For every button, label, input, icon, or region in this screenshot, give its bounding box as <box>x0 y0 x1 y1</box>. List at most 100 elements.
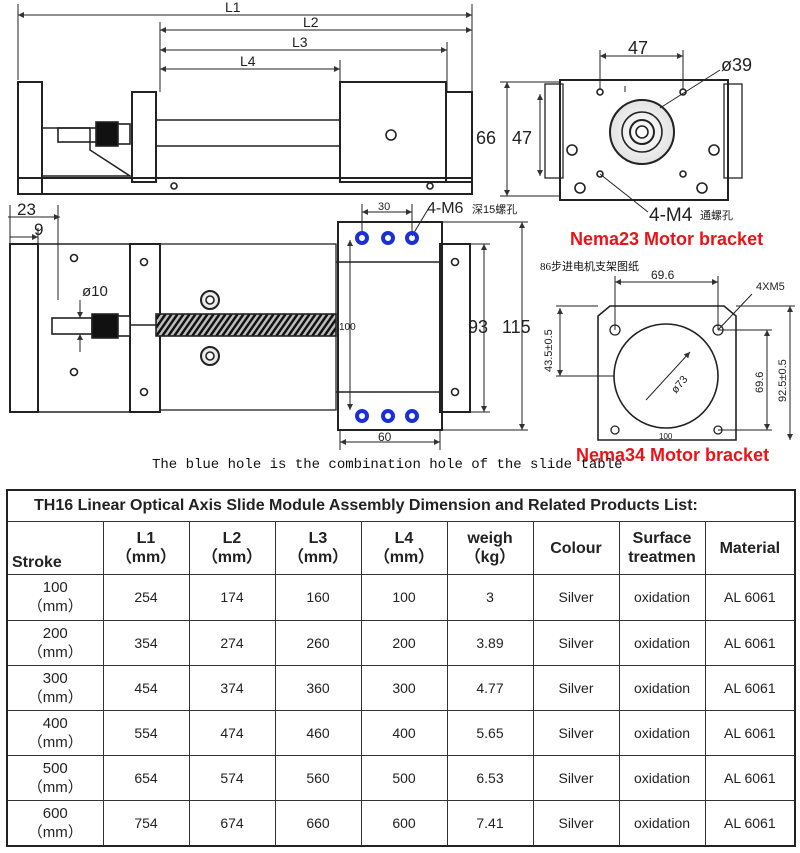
coupling <box>95 121 119 147</box>
cell-l1: 654 <box>102 754 190 801</box>
blue-hole-caption: The blue hole is the combination hole of… <box>152 457 623 473</box>
cell-stroke: 300（mm） <box>6 664 104 711</box>
label-115: 115 <box>502 317 531 337</box>
label-47v: 47 <box>512 128 532 148</box>
cell-surface: oxidation <box>618 619 706 666</box>
cell-l2: 174 <box>188 574 276 621</box>
cell-l4: 500 <box>360 754 448 801</box>
cell-colour: Silver <box>532 574 620 621</box>
nema23-bracket-view <box>500 50 743 213</box>
cell-material: AL 6061 <box>704 799 796 847</box>
label-92-5: 92.5±0.5 <box>777 359 789 402</box>
label-d39: ø39 <box>721 55 752 75</box>
slide-table <box>337 221 443 431</box>
cell-l1: 254 <box>102 574 190 621</box>
cell-l1: 454 <box>102 664 190 711</box>
cell-weigh: 4.77 <box>446 664 534 711</box>
cell-l4: 200 <box>360 619 448 666</box>
cell-l4: 400 <box>360 709 448 756</box>
label-l4: L4 <box>240 53 256 69</box>
cell-l2: 274 <box>188 619 276 666</box>
label-100: 100 <box>339 322 356 333</box>
cell-material: AL 6061 <box>704 754 796 801</box>
cell-l3: 660 <box>274 799 362 847</box>
cell-l2: 674 <box>188 799 276 847</box>
base <box>17 177 473 195</box>
label-69-6v: 69.6 <box>754 372 766 393</box>
cell-colour: Silver <box>532 754 620 801</box>
cell-surface: oxidation <box>618 799 706 847</box>
cell-l3: 160 <box>274 574 362 621</box>
label-93: 93 <box>468 317 488 337</box>
cell-stroke: 400（mm） <box>6 709 104 756</box>
label-d10: ø10 <box>82 283 108 300</box>
cell-l2: 374 <box>188 664 276 711</box>
top-view <box>17 4 473 195</box>
cell-surface: oxidation <box>618 709 706 756</box>
carriage <box>339 81 447 183</box>
cell-stroke: 100（mm） <box>6 574 104 621</box>
label-60: 60 <box>378 430 392 444</box>
cell-l1: 754 <box>102 799 190 847</box>
label-66: 66 <box>476 128 496 148</box>
cell-surface: oxidation <box>618 664 706 711</box>
cell-l4: 300 <box>360 664 448 711</box>
header-stroke: Stroke <box>6 521 104 576</box>
cell-stroke: 500（mm） <box>6 754 104 801</box>
header-l1: L1（mm） <box>102 521 190 576</box>
cell-l4: 100 <box>360 574 448 621</box>
label-43-5: 43.5±0.5 <box>543 329 555 372</box>
header-colour: Colour <box>532 521 620 576</box>
cell-material: AL 6061 <box>704 709 796 756</box>
cell-weigh: 3 <box>446 574 534 621</box>
header-weigh: weigh（kg） <box>446 521 534 576</box>
nema34-label: Nema34 Motor bracket <box>576 445 770 465</box>
lead-screw <box>155 313 337 337</box>
label-69-6: 69.6 <box>651 268 675 282</box>
cell-colour: Silver <box>532 709 620 756</box>
header-l2: L2（mm） <box>188 521 276 576</box>
label-l1: L1 <box>225 0 241 15</box>
cell-weigh: 3.89 <box>446 619 534 666</box>
cell-material: AL 6061 <box>704 619 796 666</box>
spec-table: TH16 Linear Optical Axis Slide Module As… <box>6 489 797 847</box>
label-23: 23 <box>17 200 36 219</box>
cell-weigh: 6.53 <box>446 754 534 801</box>
cell-surface: oxidation <box>618 754 706 801</box>
header-l3: L3（mm） <box>274 521 362 576</box>
cell-colour: Silver <box>532 664 620 711</box>
label-l3: L3 <box>292 34 308 50</box>
cell-l3: 460 <box>274 709 362 756</box>
cell-l1: 354 <box>102 619 190 666</box>
header-l4: L4（mm） <box>360 521 448 576</box>
label-4xm5: 4XM5 <box>756 281 785 293</box>
label-m4-thru: 通螺孔 <box>700 209 733 222</box>
label-47: 47 <box>628 38 648 58</box>
cell-material: AL 6061 <box>704 574 796 621</box>
header-material: Material <box>704 521 796 576</box>
table-title: TH16 Linear Optical Axis Slide Module As… <box>6 489 796 523</box>
nema34-bracket-view <box>556 276 795 441</box>
front-view <box>8 204 528 450</box>
cell-weigh: 7.41 <box>446 799 534 847</box>
label-l2: L2 <box>303 14 319 30</box>
cell-material: AL 6061 <box>704 664 796 711</box>
cell-colour: Silver <box>532 619 620 666</box>
cell-l2: 474 <box>188 709 276 756</box>
cell-l3: 260 <box>274 619 362 666</box>
label-4m4: 4-M4 <box>649 205 693 226</box>
cell-weigh: 5.65 <box>446 709 534 756</box>
cell-l3: 560 <box>274 754 362 801</box>
table-header-row: Stroke L1（mm） L2（mm） L3（mm） L4（mm） weigh… <box>6 521 796 576</box>
end-plate-right <box>445 91 473 183</box>
nema34-drawing-title: 86步进电机支架图纸 <box>540 261 639 273</box>
nema23-label: Nema23 Motor bracket <box>570 229 764 249</box>
cell-l1: 554 <box>102 709 190 756</box>
